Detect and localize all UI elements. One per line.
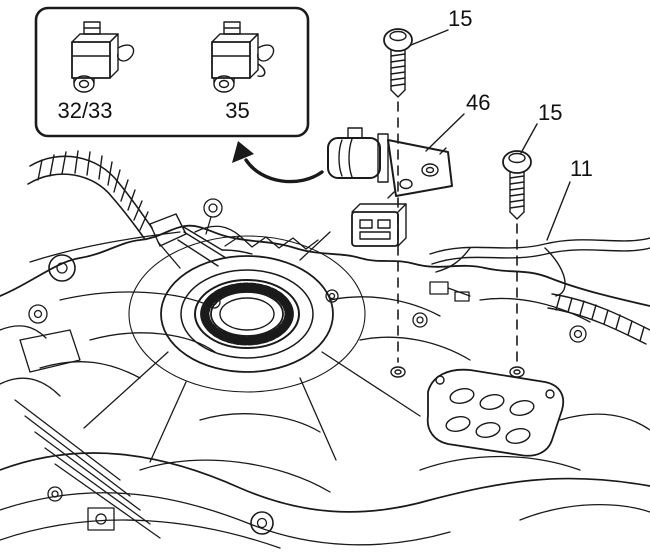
callout-46-solenoid-label: 46 bbox=[466, 90, 491, 115]
bolt-15-right bbox=[502, 150, 532, 220]
corrugated-hose bbox=[27, 150, 253, 267]
solenoid-pigtail-connector bbox=[351, 203, 407, 247]
solenoid-46 bbox=[327, 127, 453, 199]
inset-connector-32-33-label: 32/33 bbox=[57, 98, 113, 123]
inset-box bbox=[34, 6, 310, 138]
transmission-case bbox=[0, 198, 650, 549]
reference-arrow-icon bbox=[232, 141, 324, 184]
wiring-harness-11 bbox=[429, 237, 650, 345]
callout-11-harness-label: 11 bbox=[570, 156, 593, 181]
connector-32-33-icon bbox=[71, 21, 135, 93]
mounting-bracket-slots bbox=[426, 368, 565, 457]
leader-lines bbox=[410, 29, 571, 241]
callout-15-right-label: 15 bbox=[538, 100, 563, 125]
callout-15-top-label: 15 bbox=[448, 6, 473, 31]
hub-bore bbox=[128, 235, 366, 393]
alignment-dashed-lines bbox=[397, 101, 518, 363]
bolt-15-top bbox=[383, 28, 413, 98]
inset-connector-35-label: 35 bbox=[225, 98, 250, 123]
connector-35-icon bbox=[211, 21, 275, 93]
